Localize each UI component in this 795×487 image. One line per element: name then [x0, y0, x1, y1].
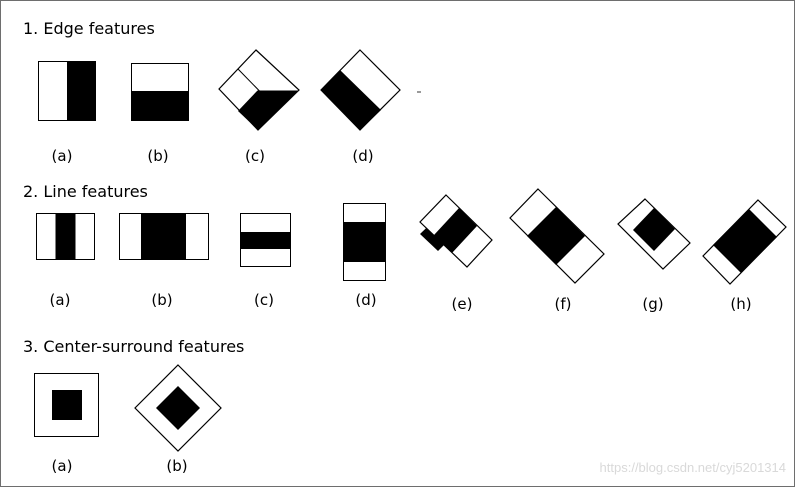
line-feature-a — [36, 213, 96, 260]
center-surround-feature-a — [34, 373, 100, 438]
edge-feature-c — [218, 49, 300, 131]
center-surround-feature-b — [134, 364, 222, 452]
line-feature-d — [343, 203, 386, 281]
feature-label: (h) — [730, 295, 752, 313]
line-feature-thin-horizontal-icon — [240, 213, 291, 267]
watermark: https://blog.csdn.net/cyj5201314 — [599, 460, 786, 475]
line-feature-f — [509, 188, 605, 284]
feature-label: (c) — [254, 291, 274, 309]
feature-label: (b) — [147, 147, 169, 165]
line-feature-rotated-thin-alt-icon — [617, 198, 691, 270]
line-feature-rotated-wide-icon — [509, 188, 605, 284]
line-feature-thin-vertical-icon — [36, 213, 95, 260]
line-feature-g — [617, 198, 691, 270]
center-surround-square-icon — [34, 373, 99, 437]
section-title-center-surround-features: 3. Center-surround features — [23, 337, 245, 356]
line-feature-wide-horizontal-icon — [343, 203, 386, 281]
feature-label: (g) — [642, 295, 664, 313]
stray-mark — [417, 91, 421, 93]
line-feature-h — [702, 199, 787, 285]
feature-label: (a) — [51, 457, 73, 475]
line-feature-e — [419, 194, 494, 268]
edge-feature-horizontal-split-icon — [131, 63, 189, 121]
feature-label: (b) — [166, 457, 188, 475]
feature-label: (a) — [49, 291, 71, 309]
feature-label: (d) — [355, 291, 377, 309]
section-title-line-features: 2. Line features — [23, 182, 148, 201]
line-feature-b — [119, 213, 210, 260]
edge-feature-a — [38, 61, 96, 121]
line-feature-rotated-wide-alt-icon — [702, 199, 787, 285]
feature-label: (c) — [245, 147, 265, 165]
feature-label: (e) — [451, 295, 473, 313]
line-feature-wide-vertical-icon — [119, 213, 209, 260]
edge-feature-b — [131, 63, 189, 121]
edge-feature-d — [320, 49, 402, 131]
line-feature-rotated-thin-icon — [419, 194, 493, 268]
edge-feature-rotated-icon — [218, 49, 300, 131]
center-surround-diamond-icon — [134, 364, 222, 452]
line-feature-c — [240, 213, 292, 268]
feature-label: (a) — [51, 147, 73, 165]
section-title-edge-features: 1. Edge features — [23, 19, 155, 38]
feature-label: (d) — [352, 147, 374, 165]
edge-feature-vertical-split-icon — [38, 61, 96, 121]
feature-label: (f) — [554, 295, 572, 313]
edge-feature-rotated-mirrored-icon — [320, 49, 401, 131]
feature-label: (b) — [151, 291, 173, 309]
